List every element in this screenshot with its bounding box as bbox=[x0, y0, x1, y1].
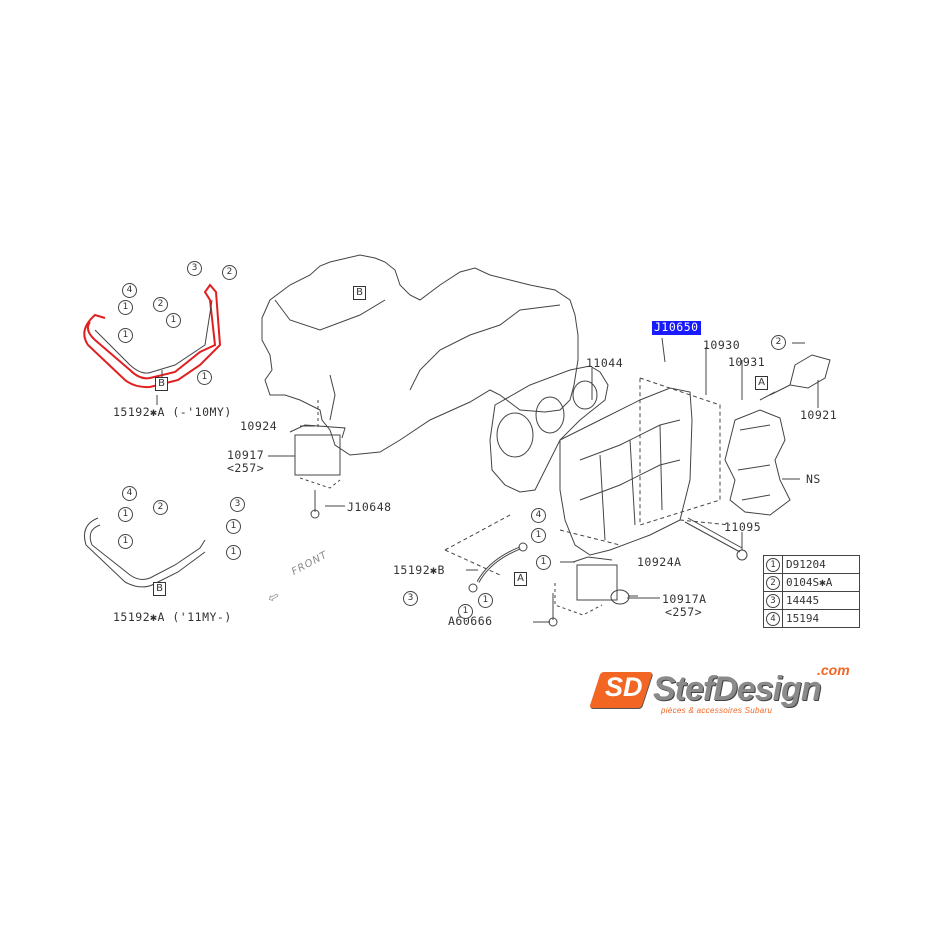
logo-name: StefDesign bbox=[653, 670, 822, 708]
ref-box-B-engine: B bbox=[353, 286, 366, 300]
parts-legend-table: 1 D91204 2 0104S✱A 3 14445 4 15194 bbox=[763, 555, 860, 628]
label-10921[interactable]: 10921 bbox=[800, 408, 838, 422]
callout-3[interactable]: 3 bbox=[230, 497, 245, 512]
label-10924A[interactable]: 10924A bbox=[637, 555, 682, 569]
label-A60666[interactable]: A60666 bbox=[448, 614, 493, 628]
ref-box-A-pipeB: A bbox=[514, 572, 527, 586]
callout-1[interactable]: 1 bbox=[226, 519, 241, 534]
pipe-old-highlight bbox=[83, 283, 222, 389]
callout-1[interactable]: 1 bbox=[166, 313, 181, 328]
callout-1[interactable]: 1 bbox=[458, 604, 473, 619]
label-NS[interactable]: NS bbox=[806, 472, 821, 486]
label-11095[interactable]: 11095 bbox=[724, 520, 762, 534]
label-J10648[interactable]: J10648 bbox=[347, 500, 392, 514]
label-10924[interactable]: 10924 bbox=[240, 419, 278, 433]
label-10930[interactable]: 10930 bbox=[703, 338, 741, 352]
engine-block-outline bbox=[261, 254, 579, 456]
ref-box-B-old-pipe: B bbox=[155, 377, 168, 391]
legend-num: 3 bbox=[766, 594, 780, 608]
callout-1[interactable]: 1 bbox=[118, 507, 133, 522]
label-10917A[interactable]: 10917A bbox=[662, 592, 707, 606]
logo-tagline: pièces & accessoires Subaru bbox=[661, 706, 773, 715]
pipe-new bbox=[89, 524, 206, 580]
legend-num: 4 bbox=[766, 612, 780, 626]
cylinder-head-outline bbox=[559, 387, 693, 556]
label-15192A-new[interactable]: 15192✱A ('11MY-) bbox=[113, 610, 232, 624]
callout-1[interactable]: 1 bbox=[226, 545, 241, 560]
label-15192A-old[interactable]: 15192✱A (-'10MY) bbox=[113, 405, 232, 419]
callout-1[interactable]: 1 bbox=[197, 370, 212, 385]
label-10931[interactable]: 10931 bbox=[728, 355, 766, 369]
callout-2[interactable]: 2 bbox=[153, 500, 168, 515]
callout-1[interactable]: 1 bbox=[536, 555, 551, 570]
legend-part: 15194 bbox=[782, 609, 860, 628]
head-gasket-outline bbox=[489, 365, 609, 493]
label-15192B[interactable]: 15192✱B bbox=[393, 563, 445, 577]
legend-row[interactable]: 2 0104S✱A bbox=[763, 573, 860, 592]
callout-4[interactable]: 4 bbox=[122, 283, 137, 298]
legend-row[interactable]: 3 14445 bbox=[763, 591, 860, 610]
legend-part: 0104S✱A bbox=[782, 573, 860, 592]
callout-1[interactable]: 1 bbox=[531, 528, 546, 543]
callout-4[interactable]: 4 bbox=[531, 508, 546, 523]
label-11044[interactable]: 11044 bbox=[586, 356, 624, 370]
legend-num: 1 bbox=[766, 558, 780, 572]
callout-2[interactable]: 2 bbox=[771, 335, 786, 350]
callout-1[interactable]: 1 bbox=[478, 593, 493, 608]
legend-num: 2 bbox=[766, 576, 780, 590]
label-10917A-sub: <257> bbox=[665, 605, 703, 619]
callout-2[interactable]: 2 bbox=[153, 297, 168, 312]
callout-1[interactable]: 1 bbox=[118, 300, 133, 315]
legend-row[interactable]: 1 D91204 bbox=[763, 555, 860, 574]
callout-1[interactable]: 1 bbox=[118, 534, 133, 549]
label-10917-sub: <257> bbox=[227, 461, 265, 475]
legend-row[interactable]: 4 15194 bbox=[763, 609, 860, 628]
legend-part: D91204 bbox=[782, 555, 860, 574]
legend-part: 14445 bbox=[782, 591, 860, 610]
stefdesign-logo: SD StefDesign .com pièces & accessoires … bbox=[589, 662, 855, 720]
logo-badge-text: SD bbox=[605, 672, 643, 702]
cam-holder-outline bbox=[724, 409, 791, 516]
ref-box-A-head: A bbox=[755, 376, 768, 390]
label-J10650-highlighted[interactable]: J10650 bbox=[652, 320, 701, 335]
callout-2[interactable]: 2 bbox=[222, 265, 237, 280]
callout-1[interactable]: 1 bbox=[118, 328, 133, 343]
logo-domain: .com bbox=[817, 662, 850, 678]
label-10917[interactable]: 10917 bbox=[227, 448, 265, 462]
callout-3[interactable]: 3 bbox=[403, 591, 418, 606]
callout-4[interactable]: 4 bbox=[122, 486, 137, 501]
callout-3[interactable]: 3 bbox=[187, 261, 202, 276]
ref-box-B-new-pipe: B bbox=[153, 582, 166, 596]
